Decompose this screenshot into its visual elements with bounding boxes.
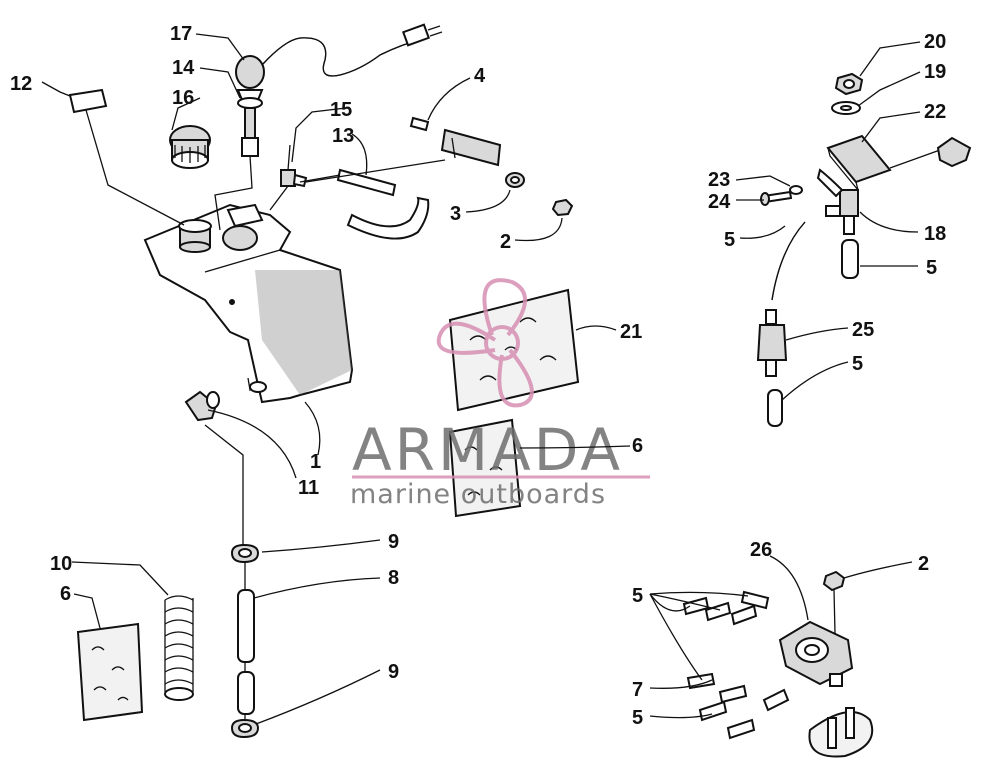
callout-23: 23 <box>708 169 730 191</box>
callout-25: 25 <box>852 319 874 341</box>
inline-fuel-filter <box>756 309 788 377</box>
nut-top <box>834 72 864 96</box>
callout-26: 26 <box>750 539 772 561</box>
leader-lines <box>41 33 921 725</box>
fuel-pump <box>778 620 854 687</box>
callout-20: 20 <box>924 31 946 53</box>
callout-labels: 1 11 12 17 14 16 15 13 4 3 2 21 6 9 8 9 … <box>10 23 946 729</box>
callout-18: 18 <box>924 223 946 245</box>
short-hose-right <box>841 239 859 279</box>
valve-bracket <box>826 134 892 191</box>
armada-logo-watermark: ARMADA marine outboards <box>350 278 650 510</box>
spring <box>164 595 194 701</box>
watermark-tagline: marine outboards <box>350 479 606 510</box>
lock-washer <box>789 185 803 195</box>
short-hose-lower <box>767 389 783 427</box>
foam-pad-large <box>448 288 580 412</box>
callout-5-valve-left: 5 <box>724 229 735 251</box>
decal <box>68 88 108 114</box>
callout-5-pump-upper: 5 <box>632 585 643 607</box>
propeller-icon <box>436 278 534 408</box>
nut <box>551 198 574 217</box>
fuel-line <box>771 221 806 301</box>
washer <box>831 101 861 115</box>
callout-17: 17 <box>170 23 192 45</box>
shutoff-knob <box>936 136 972 168</box>
callout-14: 14 <box>172 57 195 79</box>
shutoff-valve <box>816 168 859 235</box>
screw <box>760 190 793 206</box>
callout-8: 8 <box>388 567 399 589</box>
callout-10: 10 <box>50 553 72 575</box>
callout-5-valve-right: 5 <box>926 257 937 279</box>
callout-9-lower: 9 <box>388 661 399 683</box>
fuel-tank <box>143 203 354 404</box>
callout-6-left: 6 <box>60 583 71 605</box>
callout-5-pump-lower: 5 <box>632 707 643 729</box>
callout-22: 22 <box>924 101 946 123</box>
callout-3: 3 <box>450 203 461 225</box>
callout-7: 7 <box>632 679 643 701</box>
callout-11: 11 <box>298 477 319 499</box>
callout-24: 24 <box>708 191 731 213</box>
callout-2-pump: 2 <box>918 553 929 575</box>
nut-pump <box>822 570 846 592</box>
callout-21: 21 <box>620 321 642 343</box>
fuel-hose <box>237 589 255 715</box>
fuel-gauge-sender <box>235 23 443 157</box>
callout-5-filter: 5 <box>852 353 863 375</box>
foam-pad-left <box>76 622 144 722</box>
mounting-bracket <box>409 116 502 167</box>
hose-clamp-lower <box>230 718 260 739</box>
filler-cap <box>169 125 211 169</box>
vent-hose <box>299 168 430 240</box>
pump-mount-pad <box>808 707 874 758</box>
hose-clamp-upper <box>230 543 260 564</box>
watermark-brand: ARMADA <box>352 416 623 484</box>
callout-19: 19 <box>924 61 946 83</box>
outlet-elbow <box>184 390 220 422</box>
callout-15: 15 <box>330 99 352 121</box>
callout-9-upper: 9 <box>388 531 399 553</box>
callout-12: 12 <box>10 73 32 95</box>
callout-6-middle: 6 <box>632 435 643 457</box>
callout-4: 4 <box>474 65 486 87</box>
callout-1: 1 <box>310 451 321 473</box>
grommet <box>505 172 525 188</box>
callout-2-upper: 2 <box>500 231 511 253</box>
vent-elbow-fitting <box>280 144 308 188</box>
foam-pad-small <box>448 418 522 518</box>
callout-16: 16 <box>172 87 194 109</box>
callout-13: 13 <box>332 125 354 147</box>
